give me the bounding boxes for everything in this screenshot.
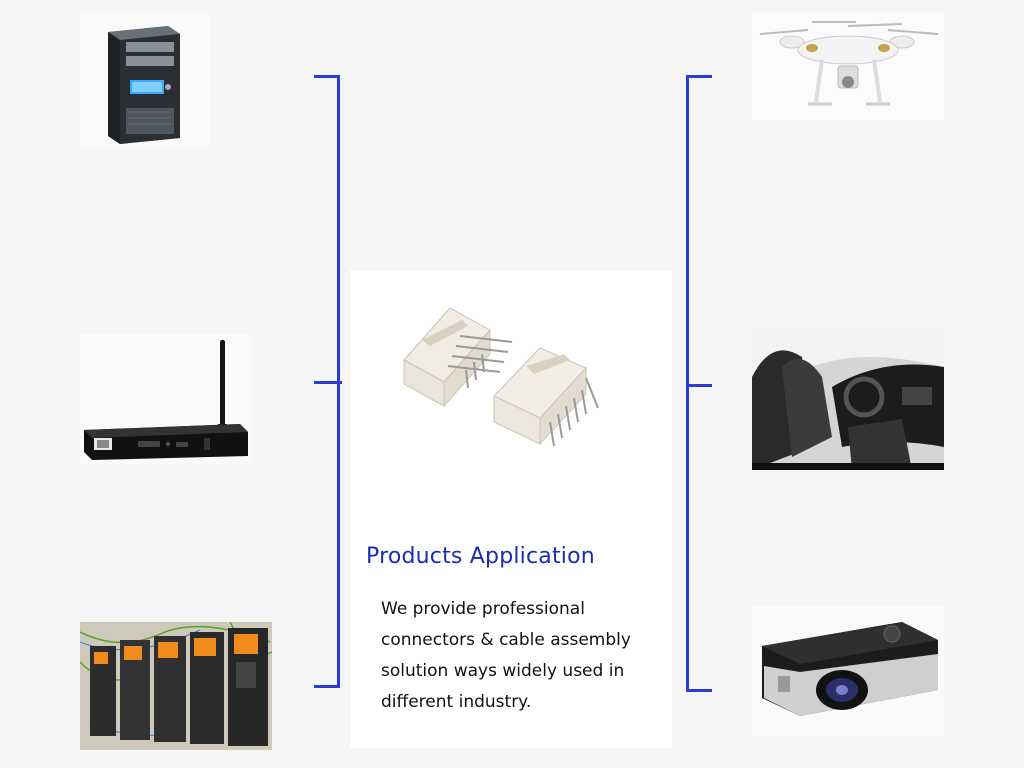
products-application-heading: Products Application (366, 544, 595, 569)
drone-icon (752, 12, 944, 120)
right-bracket-mid-tick (686, 384, 712, 387)
desktop-pc-tower-icon (80, 12, 210, 147)
car-interior-icon (752, 327, 944, 470)
right-bracket (686, 75, 712, 692)
connector-product-panel (350, 270, 672, 528)
description-line: solution ways widely used in (381, 661, 625, 681)
projector-icon (752, 606, 944, 736)
description-panel (350, 528, 672, 748)
description-line: connectors & cable assembly (381, 630, 631, 650)
left-bracket-mid-tick (314, 381, 342, 384)
wire-to-board-connector-icon (403, 307, 599, 447)
description-text: We provide professional connectors & cab… (381, 594, 661, 718)
industrial-inverter-panel-icon (79, 621, 273, 750)
description-line: different industry. (381, 692, 532, 712)
wifi-router-box-icon (80, 334, 252, 464)
description-line: We provide professional (381, 599, 585, 619)
